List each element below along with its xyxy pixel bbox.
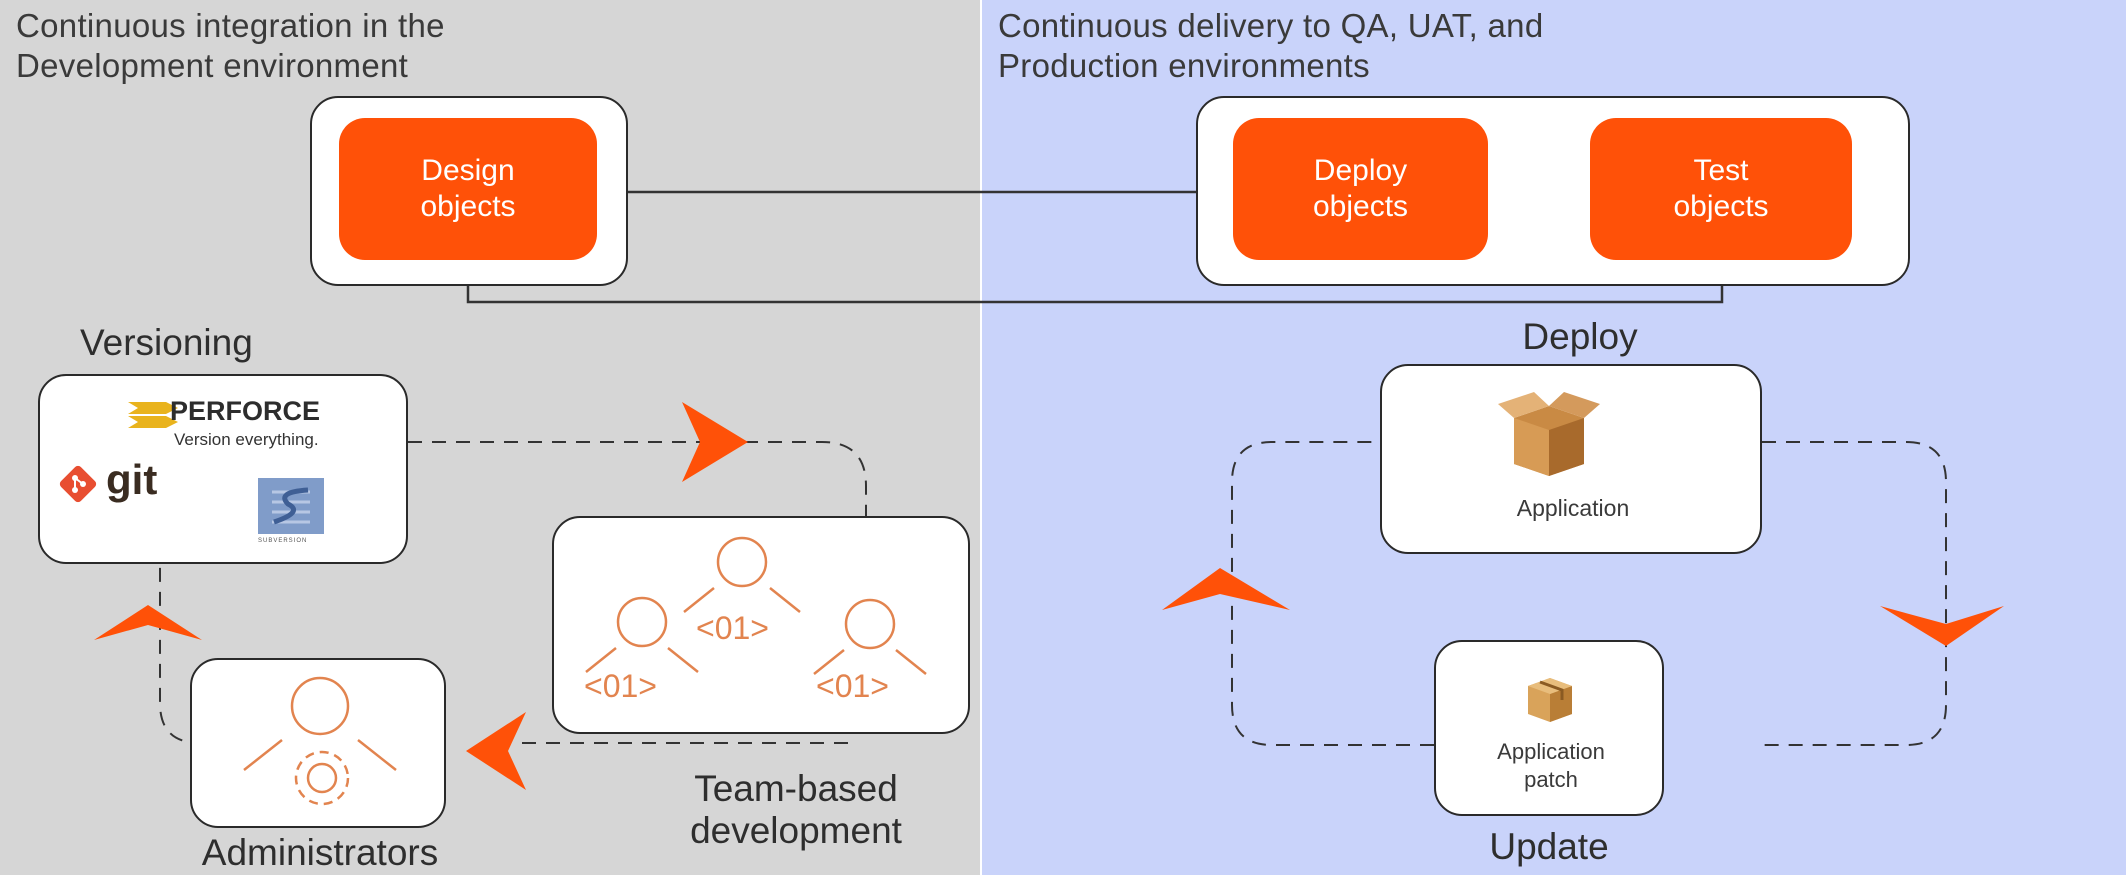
code-tag-1: <01> (696, 610, 769, 646)
chevron-up-icon (94, 605, 202, 640)
patch-box-icon (1528, 678, 1572, 722)
design-objects-box[interactable]: Design objects (339, 118, 597, 260)
deploy-label: Deploy (1522, 316, 1638, 357)
perforce-logo-icon (128, 402, 178, 428)
cd-panel-title: Continuous delivery to QA, UAT, and Prod… (998, 7, 1544, 84)
patch-label: Application patch (1497, 739, 1605, 792)
update-label: Update (1489, 826, 1609, 867)
chevron-right-icon (682, 402, 748, 482)
subversion-logo-icon (258, 478, 324, 534)
application-card: Application (1380, 364, 1762, 554)
application-label: Application (1516, 495, 1630, 521)
versioning-card: PERFORCE Version everything. git SUBVERS… (38, 374, 408, 564)
team-label: Team-based development (690, 768, 902, 851)
admin-card (190, 658, 446, 828)
ci-panel-title: Continuous integration in the Developmen… (16, 7, 445, 84)
perforce-tagline: Version everything. (174, 430, 319, 449)
developer-group-icon (585, 536, 927, 675)
code-tag-3: <01> (816, 668, 889, 704)
git-name: git (106, 456, 158, 503)
team-card: <01> <01> <01> (552, 516, 970, 734)
admin-gear-icon (243, 676, 397, 806)
chevron-left-icon (466, 712, 526, 790)
versioning-label: Versioning (80, 322, 253, 363)
chevron-down-icon (1880, 606, 2004, 646)
patch-card: Application patch (1434, 640, 1664, 816)
perforce-name: PERFORCE (170, 396, 321, 426)
admin-label: Administrators (201, 832, 439, 873)
test-objects-box[interactable]: Test objects (1590, 118, 1852, 260)
subversion-name: SUBVERSION (258, 538, 308, 544)
chevron-up-icon-right (1162, 568, 1290, 610)
deploy-objects-box[interactable]: Deploy objects (1233, 118, 1488, 260)
git-logo-icon (59, 465, 97, 503)
code-tag-2: <01> (584, 668, 657, 704)
box-icon (1498, 392, 1600, 476)
